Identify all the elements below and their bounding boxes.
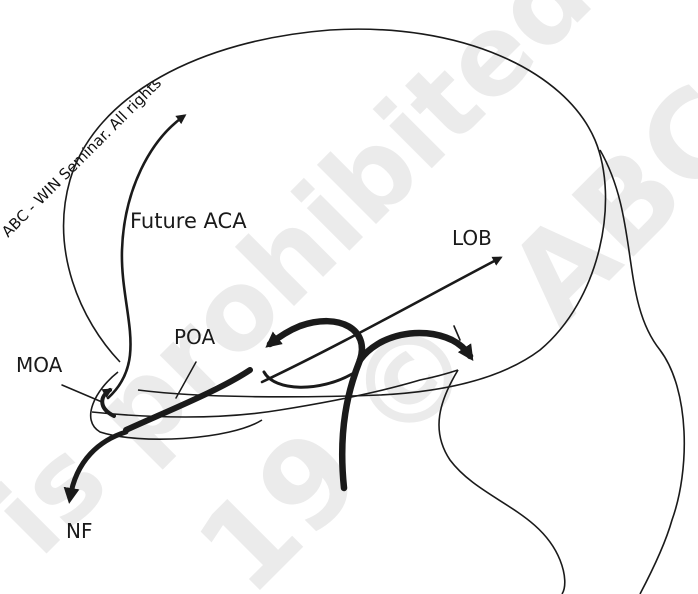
label-moa: MOA xyxy=(16,353,63,377)
label-lob: LOB xyxy=(452,226,492,250)
label-poa: POA xyxy=(174,325,215,349)
label-nf: NF xyxy=(66,519,92,543)
label-future-aca: Future ACA xyxy=(130,209,247,233)
